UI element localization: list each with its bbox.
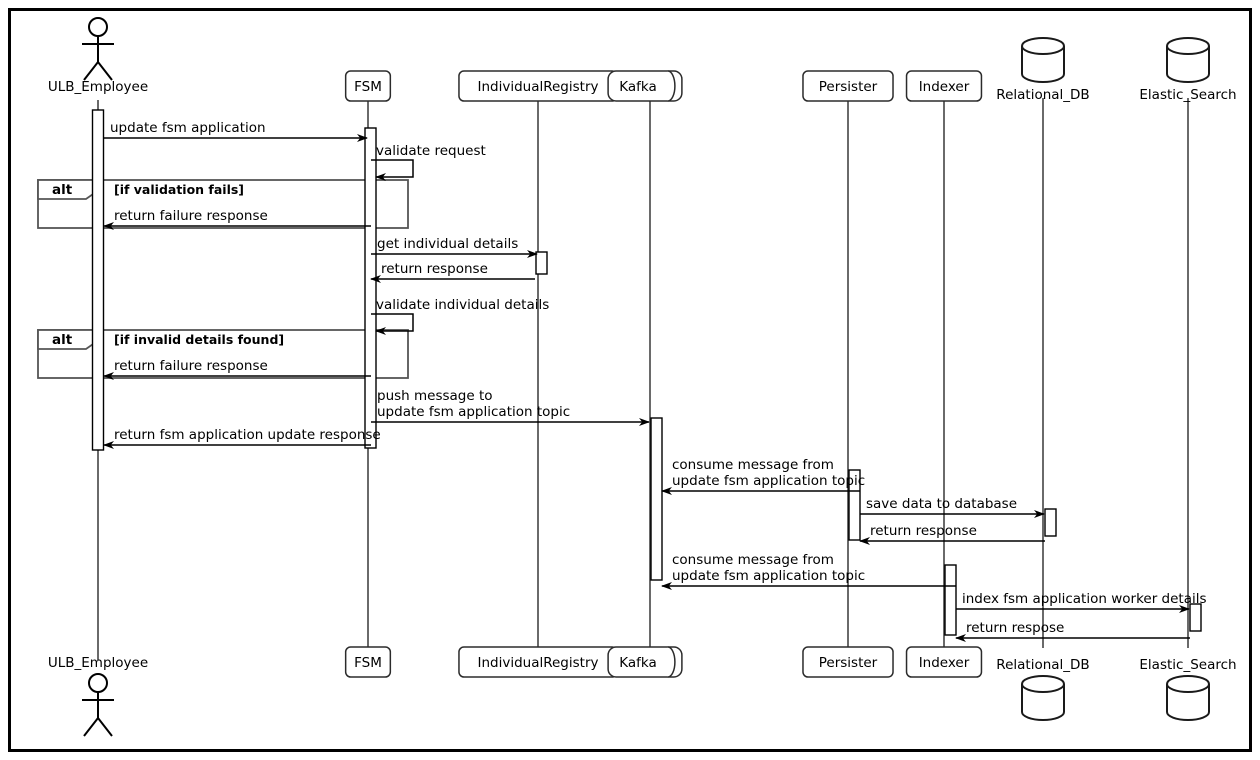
fragment-alt1 — [37, 179, 409, 229]
participant-label-persister-bottom: Persister — [819, 655, 878, 671]
message-7: return failure response — [103, 358, 371, 380]
message-15: return respose — [955, 620, 1190, 642]
participant-box-fsm-bottom[interactable] — [344, 646, 392, 678]
message-label-6: validate individual details — [376, 297, 549, 313]
database-cylinder-top-rdb-bottom — [1021, 683, 1065, 693]
participant-box-fsm-top[interactable] — [344, 70, 392, 102]
participant-label-kafka-bottom: Kafka — [619, 655, 657, 671]
message-label-3-line-1: return failure response — [114, 208, 268, 224]
activation-bar-ireg — [535, 251, 548, 275]
message-label-13-line-1: consume message from — [672, 552, 834, 568]
fragment-alt2 — [37, 329, 409, 379]
message-12: return response — [859, 523, 1045, 545]
message-label-7-line-1: return failure response — [114, 358, 268, 374]
lifelines-layer — [97, 98, 1189, 660]
participant-box-indexer-top[interactable] — [905, 70, 983, 102]
participant-queue-kafka-bottom[interactable] — [607, 646, 683, 678]
database-cylinder-top-es-top — [1166, 45, 1210, 55]
fragment-operator-alt1: alt — [52, 182, 73, 198]
participant-label-es-bottom: Elastic_Search — [1139, 657, 1236, 673]
actor-head-ulb-top[interactable] — [88, 17, 108, 37]
message-14: index fsm application worker details — [956, 591, 1207, 613]
activation-bar-es — [1189, 603, 1202, 632]
fragment-operator-alt2: alt — [52, 332, 73, 348]
message-self-arrow-2 — [371, 159, 414, 181]
participant-label-rdb-bottom: Relational_DB — [996, 657, 1089, 673]
fragments-layer: alt [if validation fails] alt [if invalid d… — [37, 179, 409, 379]
message-label-12-line-1: return response — [870, 523, 977, 539]
message-11: save data to database — [860, 496, 1045, 518]
participant-label-indexer-top: Indexer — [919, 79, 970, 95]
message-label-10-line-1: consume message from — [672, 457, 834, 473]
message-self-arrow-6 — [371, 313, 414, 335]
message-label-14-line-1: index fsm application worker details — [962, 591, 1207, 607]
actor-legs-ulb-bottom — [83, 716, 113, 737]
activation-bar-rdb — [1044, 508, 1057, 537]
database-cylinder-body-rdb-top[interactable] — [1021, 37, 1065, 83]
message-label-1-line-1: update fsm application — [110, 120, 266, 136]
fragment-tab-alt2 — [37, 329, 97, 350]
message-label-13-line-2: update fsm application topic — [672, 568, 865, 584]
participant-label-persister-top: Persister — [819, 79, 878, 95]
database-cylinder-body-rdb-bottom[interactable] — [1021, 675, 1065, 721]
message-label-8-line-1: push message to — [377, 388, 493, 404]
activation-bar-ulb — [91, 109, 105, 451]
message-label-11-line-1: save data to database — [866, 496, 1017, 512]
participant-label-ulb-bottom: ULB_Employee — [48, 655, 148, 671]
database-cylinder-top-es-bottom — [1166, 683, 1210, 693]
message-1: update fsm application — [104, 120, 368, 142]
message-3: return failure response — [103, 208, 371, 230]
message-9: return fsm application update response — [103, 427, 381, 449]
participant-label-kafka-top: Kafka — [619, 79, 657, 95]
database-cylinder-body-es-top[interactable] — [1166, 37, 1210, 83]
message-label-15-line-1: return respose — [966, 620, 1064, 636]
activation-bar-persister — [848, 469, 861, 541]
participant-label-ireg-bottom: IndividualRegistry — [477, 655, 598, 671]
participant-box-indexer-bottom[interactable] — [905, 646, 983, 678]
queue-end-arc-kafka-bottom — [667, 646, 676, 678]
activation-bar-fsm — [364, 127, 377, 449]
message-label-9-line-1: return fsm application update response — [114, 427, 381, 443]
participant-queue-kafka-top[interactable] — [607, 70, 683, 102]
message-5: return response — [370, 261, 535, 283]
diagram-outer-border — [8, 8, 1252, 752]
actor-head-ulb-bottom[interactable] — [88, 673, 108, 693]
participant-label-indexer-bottom: Indexer — [919, 655, 970, 671]
message-label-4-line-1: get individual details — [377, 236, 518, 252]
message-label-10-line-2: update fsm application topic — [672, 473, 865, 489]
fragment-tab-alt1 — [37, 179, 97, 200]
message-6: validate individual details — [371, 297, 549, 335]
message-label-5-line-1: return response — [381, 261, 488, 277]
messages-layer: update fsm application validate request re… — [103, 120, 1207, 642]
participant-box-persister-top[interactable] — [802, 70, 894, 102]
message-4: get individual details — [371, 236, 538, 258]
activations-layer — [91, 109, 1202, 636]
participant-heads-layer: ULB_EmployeeULB_EmployeeFSMFSMIndividual… — [48, 17, 1237, 737]
database-cylinder-top-rdb-top — [1021, 45, 1065, 55]
message-label-2: validate request — [376, 143, 486, 159]
activation-bar-indexer — [944, 564, 957, 636]
participant-label-fsm-top: FSM — [354, 79, 382, 95]
participant-label-es-top: Elastic_Search — [1139, 87, 1236, 103]
participant-label-ulb-top: ULB_Employee — [48, 79, 148, 95]
queue-end-arc-kafka-top — [667, 70, 676, 102]
fragment-condition-alt1: [if validation fails] — [114, 182, 244, 197]
participant-label-fsm-bottom: FSM — [354, 655, 382, 671]
actor-legs-ulb-top — [83, 60, 113, 81]
participant-box-persister-bottom[interactable] — [802, 646, 894, 678]
activation-bar-kafka — [650, 417, 663, 581]
database-cylinder-body-es-bottom[interactable] — [1166, 675, 1210, 721]
fragment-condition-alt2: [if invalid details found] — [114, 332, 284, 347]
message-2: validate request — [371, 143, 486, 181]
message-label-8-line-2: update fsm application topic — [377, 404, 570, 420]
participant-label-ireg-top: IndividualRegistry — [477, 79, 598, 95]
participant-label-rdb-top: Relational_DB — [996, 87, 1089, 103]
